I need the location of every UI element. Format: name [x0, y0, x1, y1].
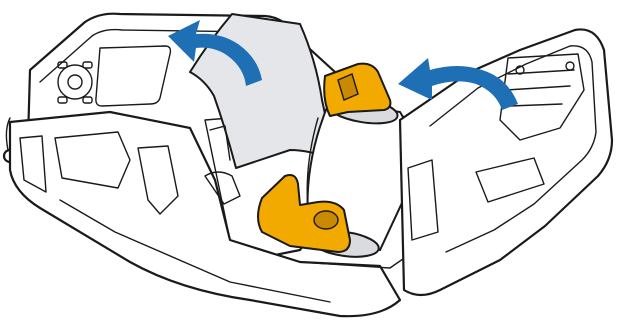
media-cover [400, 29, 612, 295]
